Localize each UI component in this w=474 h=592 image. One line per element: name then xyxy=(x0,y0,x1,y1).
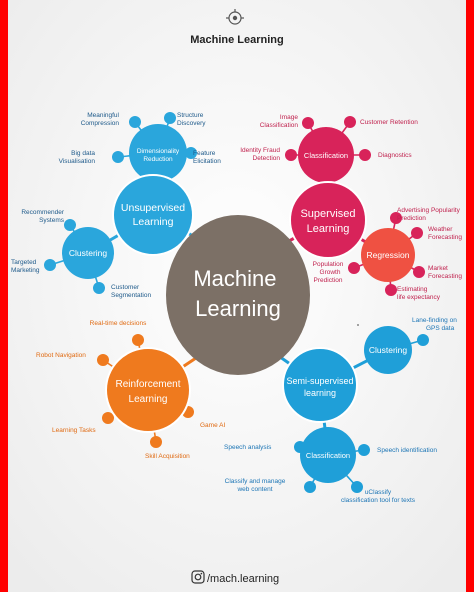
leaf-semiclass-2: Speech identification xyxy=(377,447,437,454)
dot-regr-2 xyxy=(411,227,423,239)
decorative-dot xyxy=(357,324,359,326)
dot-semiclass-3 xyxy=(304,481,316,493)
center-label-line1: Machine xyxy=(193,266,276,291)
dot-reinf-4 xyxy=(150,436,162,448)
dot-dimred-3 xyxy=(112,151,124,163)
dot-semiclust-1 xyxy=(417,334,429,346)
sub-nodes xyxy=(62,124,415,483)
label-classif: Classification xyxy=(304,151,348,160)
dot-regr-4 xyxy=(385,284,397,296)
dot-classif-1 xyxy=(302,117,314,129)
dot-classif-2 xyxy=(344,116,356,128)
node-supervised xyxy=(289,181,367,259)
node-dimred xyxy=(129,124,187,182)
center-label-line2: Learning xyxy=(195,296,281,321)
node-classif xyxy=(298,127,354,183)
dot-dimred-2 xyxy=(164,112,176,124)
node-regr xyxy=(361,228,415,282)
instagram-icon xyxy=(191,570,205,584)
label-regr: Regression xyxy=(367,250,410,260)
footer-handle: /mach.learning xyxy=(207,573,279,585)
leaf-reinf-4: Skill Acquisition xyxy=(145,453,190,460)
center-node xyxy=(166,215,310,375)
dot-clust-2 xyxy=(44,259,56,271)
label-semiclust: Clustering xyxy=(369,345,408,355)
dot-semiclass-2 xyxy=(358,444,370,456)
dot-classif-3 xyxy=(285,149,297,161)
label-semiclass: Classification xyxy=(306,451,350,460)
dot-clust-3 xyxy=(93,282,105,294)
mind-map: Machine Learning xyxy=(8,0,466,592)
dot-classif-4 xyxy=(359,149,371,161)
dot-regr-3 xyxy=(413,266,425,278)
node-reinforcement xyxy=(105,347,191,433)
dot-semiclass-4 xyxy=(351,481,363,493)
leaf-reinf-1: Real-time decisions xyxy=(90,320,147,327)
leaf-reinf-3: Learning Tasks xyxy=(52,427,96,434)
dot-reinf-2 xyxy=(97,354,109,366)
dot-reinf-1 xyxy=(132,334,144,346)
label-clust: Clustering xyxy=(69,248,108,258)
dot-regr-5 xyxy=(348,262,360,274)
node-semiclust xyxy=(364,326,412,374)
leaf-semiclass-1: Speech analysis xyxy=(224,444,272,451)
node-semiclass xyxy=(300,427,356,483)
dot-dimred-1 xyxy=(129,116,141,128)
node-clust xyxy=(62,227,114,279)
dot-dimred-4 xyxy=(185,147,197,159)
page-title: Machine Learning xyxy=(190,34,284,46)
dot-reinf-3 xyxy=(102,412,114,424)
leaf-reinf-2: Robot Navigation xyxy=(36,352,86,359)
leaf-classif-2: Customer Retention xyxy=(360,119,418,126)
node-semi xyxy=(282,347,358,423)
branch-nodes xyxy=(105,174,367,433)
leaf-reinf-5: Game AI xyxy=(200,422,225,429)
leaf-dots xyxy=(44,112,429,493)
node-unsupervised xyxy=(112,174,194,256)
diagram-canvas: Machine Learning xyxy=(8,0,466,592)
leaf-classif-4: Diagnostics xyxy=(378,152,412,159)
header-logo-icon xyxy=(226,9,244,25)
dot-regr-1 xyxy=(390,212,402,224)
center-label: Machine Learning xyxy=(193,266,282,321)
dot-clust-1 xyxy=(64,219,76,231)
